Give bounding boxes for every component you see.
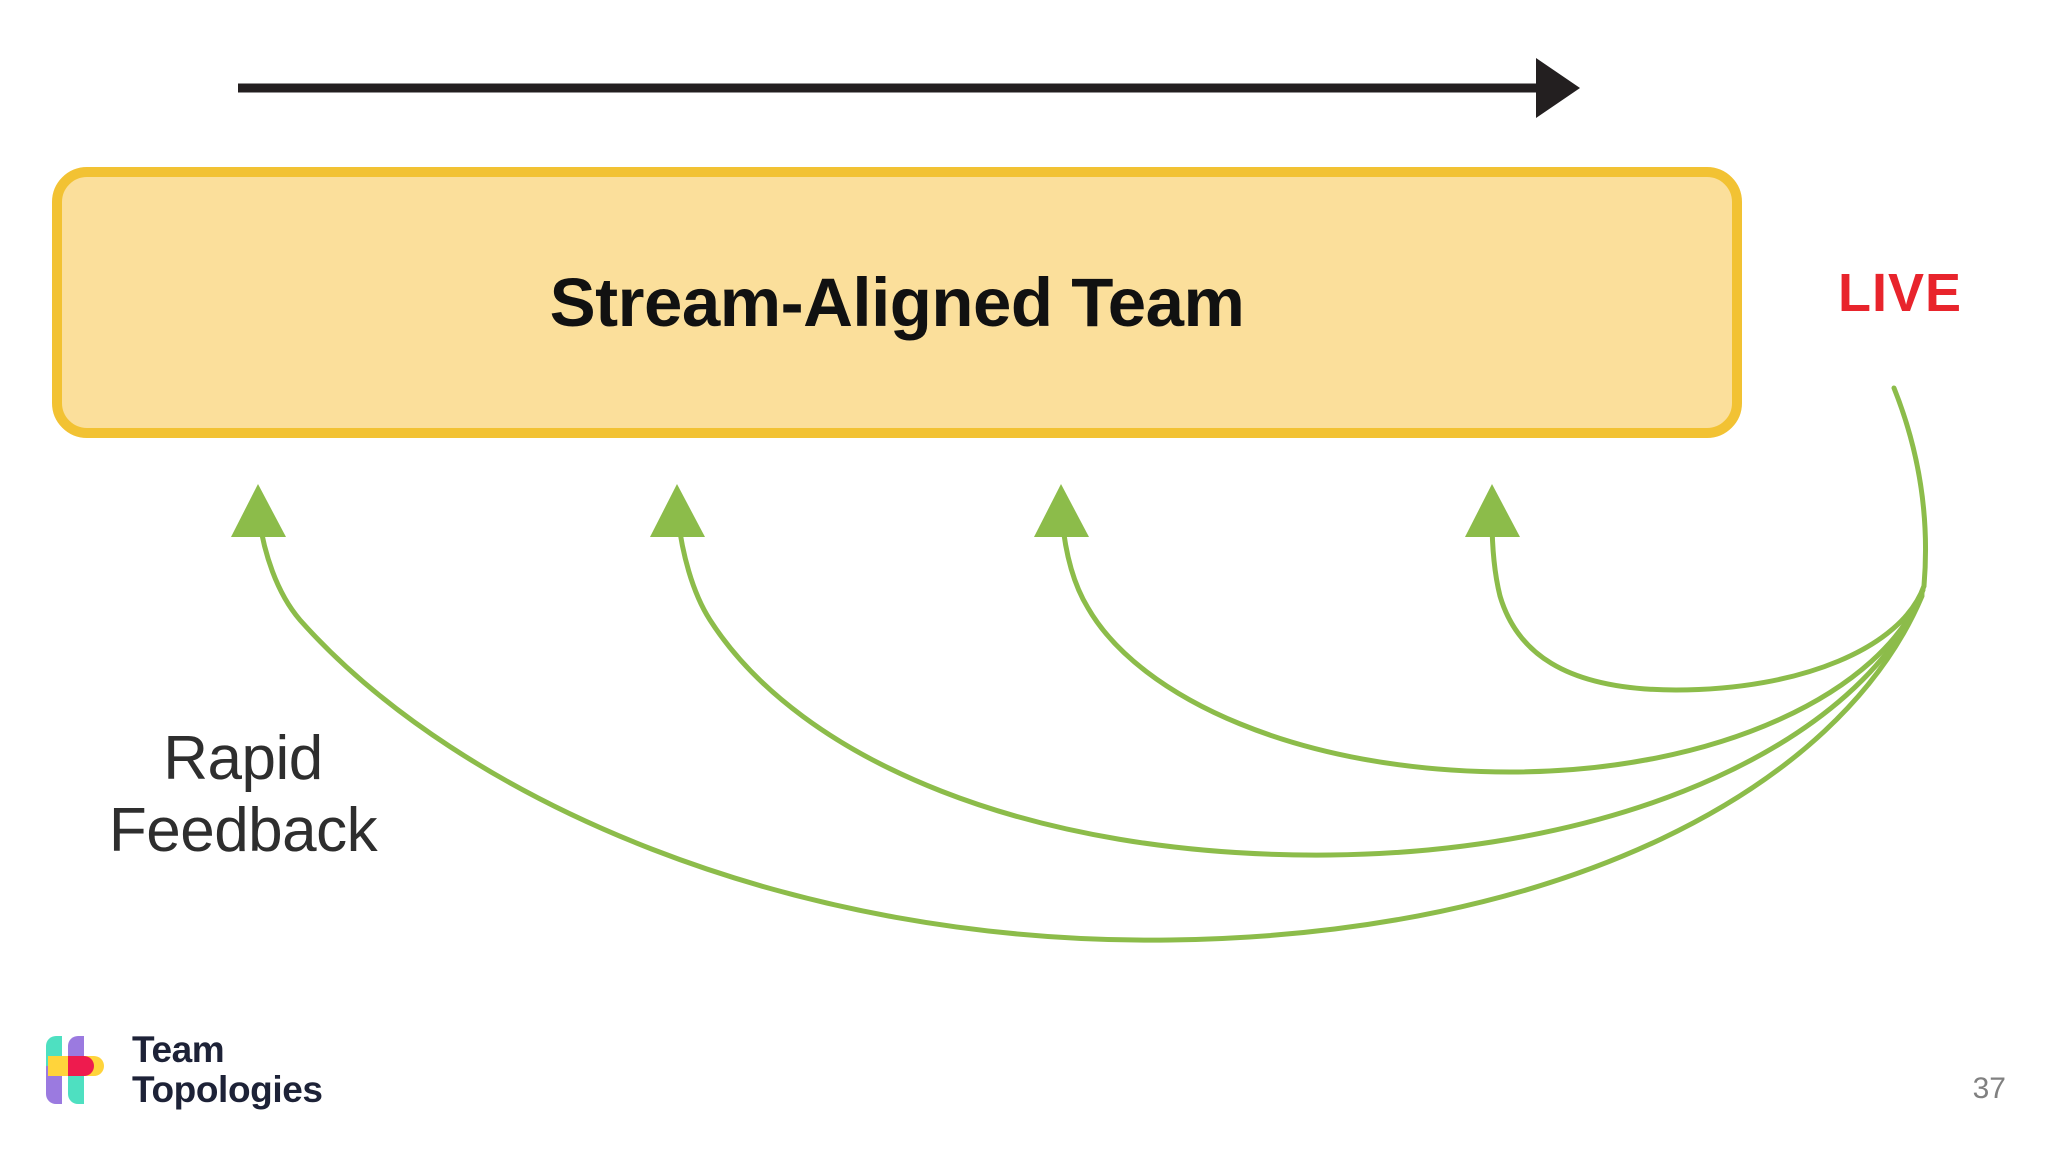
feedback-arrow-head-4	[1465, 484, 1520, 537]
brand-wordmark: Team Topologies	[132, 1030, 323, 1110]
stream-aligned-team-box	[52, 167, 1742, 438]
brand-line-2: Topologies	[132, 1068, 323, 1110]
feedback-curve-tail	[1891, 385, 1928, 589]
rapid-feedback-label: Rapid Feedback	[78, 723, 408, 867]
feedback-arrow-head-2	[650, 484, 705, 537]
brand-line-1: Team	[132, 1029, 225, 1070]
feedback-curve-3	[1059, 515, 1926, 775]
feedback-arrow-head-3	[1034, 484, 1089, 537]
stream-aligned-team-label: Stream-Aligned Team	[549, 264, 1245, 341]
flow-of-change-arrow	[238, 58, 1580, 118]
brand-logo: Team Topologies	[42, 1030, 323, 1110]
live-badge: LIVE	[1838, 263, 1963, 323]
rapid-feedback-line-1: Rapid	[163, 724, 323, 793]
page-number: 37	[1972, 1072, 2006, 1105]
feedback-arrow-head-1	[231, 484, 286, 537]
team-topologies-mark-icon	[46, 1035, 104, 1104]
feedback-curve-1	[256, 515, 1925, 943]
rapid-feedback-arrows	[231, 385, 1928, 943]
rapid-feedback-line-2: Feedback	[108, 795, 378, 865]
feedback-curve-2	[675, 515, 1925, 858]
feedback-curve-4	[1489, 515, 1927, 693]
flow-arrow-head	[1536, 58, 1580, 118]
